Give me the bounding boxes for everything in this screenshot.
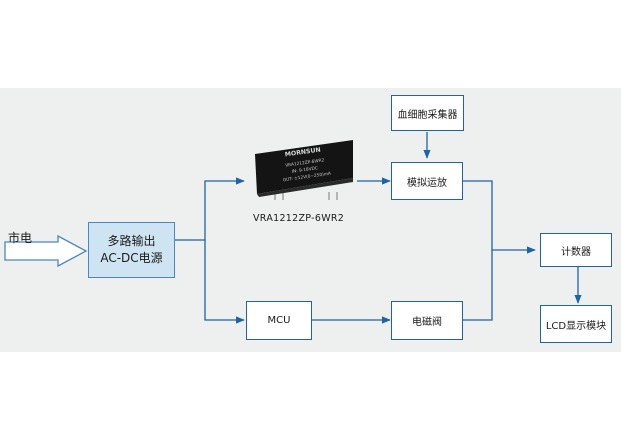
mcu-box: MCU bbox=[246, 301, 312, 340]
module-name-label: VRA1212ZP-6WR2 bbox=[253, 213, 345, 224]
solenoid-valve-box: 电磁阀 bbox=[391, 301, 463, 340]
mains-label: 市电 bbox=[8, 231, 33, 245]
mains-arrow bbox=[4, 234, 88, 268]
module-brand: MORNSUN bbox=[284, 147, 321, 159]
line-valve-to-counter bbox=[463, 246, 536, 321]
module-marking-2: IN: 9-18VDC bbox=[291, 165, 318, 175]
module-marking-1: VRA1212ZP-6WR2 bbox=[285, 157, 325, 168]
line-amp-to-counter bbox=[463, 180, 493, 250]
counter-box: 计数器 bbox=[540, 233, 612, 267]
dc-dc-module-image: MORNSUN VRA1212ZP-6WR2 IN: 9-18VDC OUT: … bbox=[255, 140, 353, 200]
line-psu-to-module bbox=[175, 177, 245, 241]
line-psu-to-mcu bbox=[204, 240, 245, 324]
power-supply-box: 多路输出 AC-DC电源 bbox=[88, 222, 175, 278]
analog-amp-box: 模拟运放 bbox=[391, 162, 463, 200]
psu-label-line1: 多路输出 bbox=[107, 234, 156, 248]
lcd-module-box: LCD显示模块 bbox=[540, 305, 612, 343]
blood-sampling-box: 血细胞采集器 bbox=[391, 95, 464, 131]
psu-label-line2: AC-DC电源 bbox=[100, 251, 163, 265]
